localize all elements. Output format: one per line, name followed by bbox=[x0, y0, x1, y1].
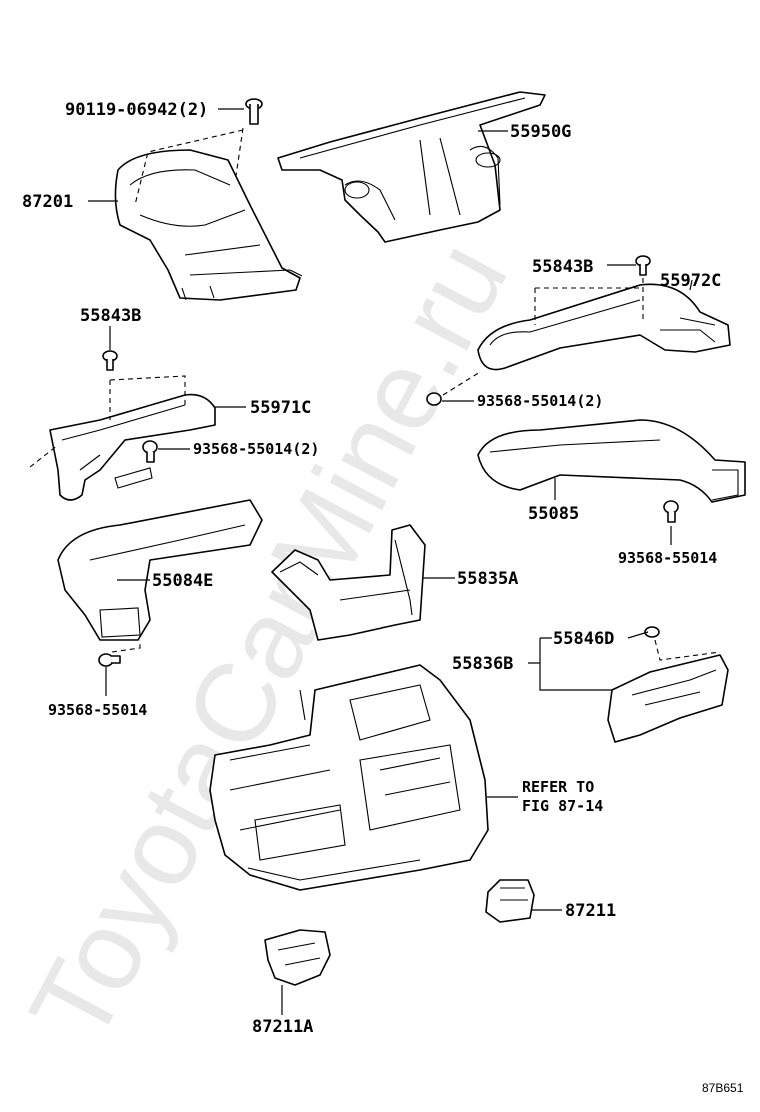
bolt-93568-right2 bbox=[426, 371, 481, 406]
part-87211 bbox=[485, 879, 535, 923]
duct-55846D bbox=[607, 626, 729, 743]
label-55971C: 55971C bbox=[250, 398, 311, 418]
label-87201: 87201 bbox=[22, 192, 73, 212]
leader-lines bbox=[88, 108, 693, 1015]
label-55836B: 55836B bbox=[452, 654, 513, 674]
duct-55971C bbox=[29, 375, 216, 501]
bolt-93568-left bbox=[98, 640, 141, 667]
clip-55843B-left bbox=[102, 350, 118, 371]
duct-87201 bbox=[114, 149, 303, 301]
duct-55950G bbox=[277, 91, 546, 243]
label-55835A: 55835A bbox=[457, 569, 518, 589]
label-55950G: 55950G bbox=[510, 122, 571, 142]
bolt-93568-left2 bbox=[142, 440, 158, 463]
bolt-90119 bbox=[134, 98, 263, 206]
label-93568-55014-right-2: 93568-55014(2) bbox=[477, 392, 603, 410]
duct-55972C bbox=[477, 283, 731, 371]
label-93568-55014-left-2: 93568-55014(2) bbox=[193, 440, 319, 458]
watermark: ToyotaCarMine.ru bbox=[6, 222, 531, 1061]
bolt-93568-right bbox=[663, 500, 679, 523]
label-55846D: 55846D bbox=[553, 629, 614, 649]
label-90119-06942: 90119-06942(2) bbox=[65, 100, 208, 120]
label-refer-to: REFER TO bbox=[522, 778, 594, 796]
clip-55843B-right bbox=[534, 255, 651, 325]
label-fig-87-14: FIG 87-14 bbox=[522, 797, 603, 815]
duct-55835A bbox=[271, 524, 426, 641]
part-87211A bbox=[264, 929, 331, 986]
label-55843B-left: 55843B bbox=[80, 306, 141, 326]
label-93568-55014-left: 93568-55014 bbox=[48, 701, 147, 719]
label-93568-55014-right: 93568-55014 bbox=[618, 549, 717, 567]
hvac-unit bbox=[209, 664, 489, 891]
label-55085: 55085 bbox=[528, 504, 579, 524]
label-87211A: 87211A bbox=[252, 1017, 313, 1037]
label-87211: 87211 bbox=[565, 901, 616, 921]
label-55084E: 55084E bbox=[152, 571, 213, 591]
label-55843B-right: 55843B bbox=[532, 257, 593, 277]
figure-code: 87B651 bbox=[702, 1081, 744, 1095]
duct-55084E bbox=[57, 499, 263, 641]
duct-55085 bbox=[477, 419, 746, 503]
label-55972C: 55972C bbox=[660, 271, 721, 291]
